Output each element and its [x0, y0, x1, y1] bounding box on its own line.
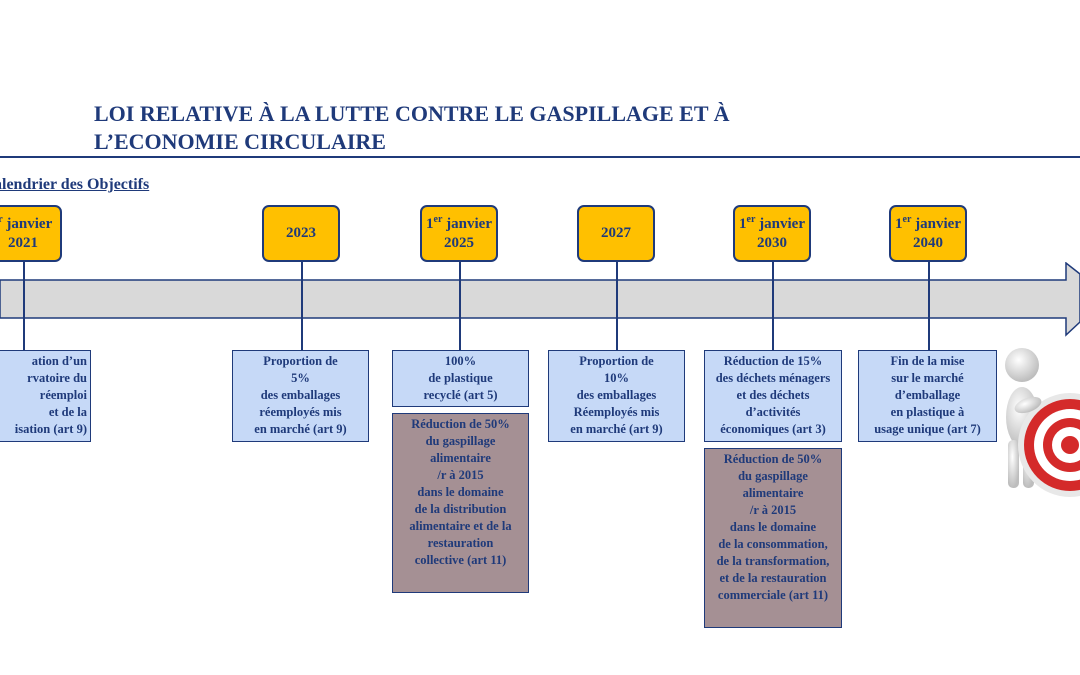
date-year: 2040 — [913, 234, 943, 251]
connector-2023 — [301, 262, 303, 350]
date-prefix: 1 — [739, 215, 747, 232]
connector-2040 — [928, 262, 930, 350]
date-box-2023: 2023 — [262, 205, 340, 262]
connector-2021 — [23, 262, 25, 350]
title-divider — [0, 156, 1080, 158]
connector-2025 — [459, 262, 461, 350]
title-line-1: LOI RELATIVE À LA LUTTE CONTRE LE GASPIL… — [94, 101, 730, 126]
connector-2030 — [772, 262, 774, 350]
objective-box-2030-waste-reduction: Réduction de 15% des déchets ménagers et… — [704, 350, 842, 442]
date-box-2040: 1er janvier 2040 — [889, 205, 967, 262]
date-year: 2021 — [8, 234, 38, 251]
date-label: janvier — [2, 215, 53, 232]
section-subtitle: alendrier des Objectifs — [0, 176, 150, 193]
date-year: 2025 — [444, 234, 474, 251]
person-with-target-icon — [1005, 348, 1080, 497]
date-label: janvier — [442, 215, 492, 232]
page-title: LOI RELATIVE À LA LUTTE CONTRE LE GASPIL… — [94, 100, 994, 156]
objective-box-2021: ation d’un rvatoire du réemploi et de la… — [0, 350, 91, 442]
date-box-2027: 2027 — [577, 205, 655, 262]
date-sup: er — [433, 213, 443, 225]
objective-box-2025-food-waste: Réduction de 50% du gaspillage alimentai… — [392, 413, 529, 593]
objective-box-2040: Fin de la mise sur le marché d’emballage… — [858, 350, 997, 442]
date-sup: er — [902, 213, 912, 225]
date-sup: er — [746, 213, 756, 225]
objective-box-2030-food-waste: Réduction de 50% du gaspillage alimentai… — [704, 448, 842, 628]
date-sup: er — [0, 213, 3, 225]
date-label: janvier — [911, 215, 961, 232]
objective-box-2025-recycled-plastic: 100% de plastique recyclé (art 5) — [392, 350, 529, 407]
date-prefix: 1 — [895, 215, 903, 232]
title-line-2: L’ECONOMIE CIRCULAIRE — [94, 129, 386, 154]
date-label: janvier — [755, 215, 805, 232]
date-year: 2027 — [601, 225, 631, 241]
date-box-2030: 1er janvier 2030 — [733, 205, 811, 262]
objective-box-2023: Proportion de 5% des emballages réemploy… — [232, 350, 369, 442]
date-year: 2023 — [286, 225, 316, 241]
date-box-2021: er janvier 2021 — [0, 205, 62, 262]
objective-box-2027: Proportion de 10% des emballages Réemplo… — [548, 350, 685, 442]
date-box-2025: 1er janvier 2025 — [420, 205, 498, 262]
date-prefix: 1 — [426, 215, 434, 232]
date-year: 2030 — [757, 234, 787, 251]
timeline-arrow — [0, 262, 1080, 337]
connector-2027 — [616, 262, 618, 350]
